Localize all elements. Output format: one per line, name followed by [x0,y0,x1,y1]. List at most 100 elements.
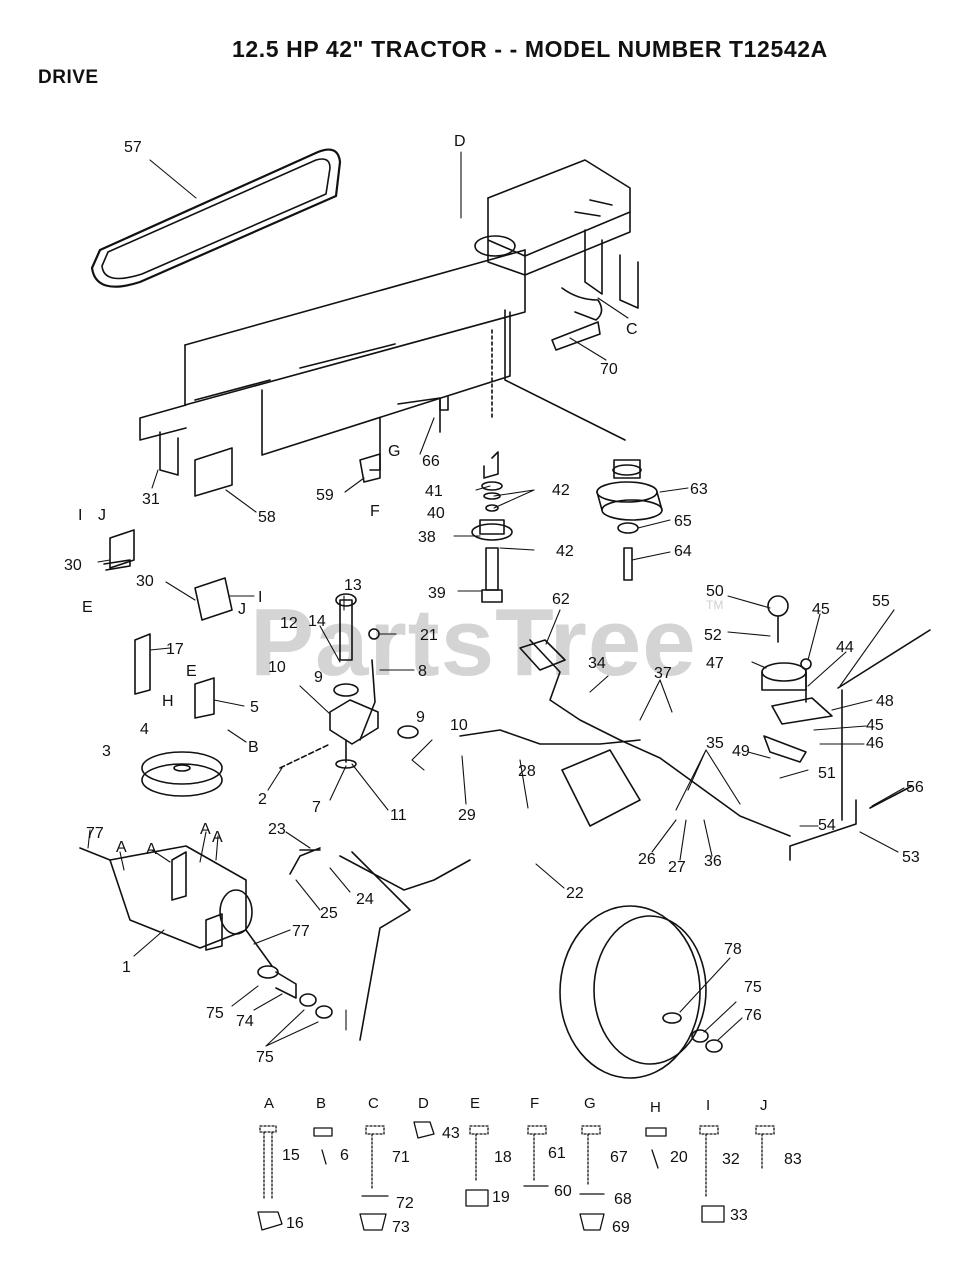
callout-12: 12 [280,615,298,632]
callout-13: 13 [344,577,362,594]
callout-78: 78 [724,941,742,958]
callout-40: 40 [427,505,445,522]
callout-9b: 9 [416,709,425,726]
callout-54: 54 [818,817,836,834]
callout-29: 29 [458,807,476,824]
callout-A-1: A [116,839,127,856]
callout-labels: 57 D C 70 31 58 59 F G 66 41 40 42 38 42… [64,133,924,1066]
hardware-part-69: 69 [612,1219,630,1236]
hardware-letter-H: H [650,1099,661,1116]
callout-59: 59 [316,487,334,504]
callout-30b: 30 [136,573,154,590]
drive-belt [90,148,342,288]
callout-F: F [370,503,380,520]
callout-51: 51 [818,765,836,782]
callout-C: C [626,321,638,338]
hardware-part-19: 19 [492,1189,510,1206]
callout-G: G [388,443,400,460]
hardware-part-61: 61 [548,1145,566,1162]
callout-3: 3 [102,743,111,760]
hardware-letter-E: E [470,1095,480,1112]
callout-11: 11 [390,807,407,824]
callout-A-4: A [212,829,223,846]
callout-62: 62 [552,591,570,608]
hardware-letter-F: F [530,1095,539,1112]
callout-36: 36 [704,853,722,870]
callout-28: 28 [518,763,536,780]
section-label: DRIVE [38,67,99,88]
callout-30a: 30 [64,557,82,574]
hardware-part-67: 67 [610,1149,628,1166]
callout-75a: 75 [206,1005,224,1022]
callout-35: 35 [706,735,724,752]
callout-42a: 42 [552,482,570,499]
hardware-part-16: 16 [286,1215,304,1232]
callout-J-1: J [98,507,106,524]
callout-22: 22 [566,885,584,902]
hardware-part-18: 18 [494,1149,512,1166]
callout-66: 66 [422,453,440,470]
callout-1: 1 [122,959,131,976]
callout-5: 5 [250,699,259,716]
callout-24: 24 [356,891,374,908]
callout-A-3: A [200,821,211,838]
callout-38: 38 [418,529,436,546]
callout-I-2: I [258,589,262,606]
callout-E-2: E [186,663,197,680]
brackets-and-clips [359,287,603,483]
callout-42b: 42 [556,543,574,560]
callout-77a: 77 [86,825,104,842]
hardware-part-73: 73 [392,1219,410,1236]
hardware-part-43: 43 [442,1125,460,1142]
callout-75b: 75 [256,1049,274,1066]
callout-64: 64 [674,543,692,560]
callout-50: 50 [706,583,724,600]
callout-21: 21 [420,627,438,644]
leader-lines [87,151,905,1047]
callout-B: B [248,739,259,756]
hardware-part-15: 15 [282,1147,300,1164]
transaxle [79,845,333,1019]
callout-74: 74 [236,1013,254,1030]
hardware-letter-B: B [316,1095,326,1112]
callout-58: 58 [258,509,276,526]
control-linkage [289,639,791,1041]
hardware-part-68: 68 [614,1191,632,1208]
callout-9a: 9 [314,669,323,686]
callout-45b: 45 [866,717,884,734]
callout-39: 39 [428,585,446,602]
callout-55: 55 [872,593,890,610]
callout-10b: 10 [450,717,468,734]
rear-wheel [559,905,723,1079]
callout-E-1: E [82,599,93,616]
callout-8: 8 [418,663,427,680]
tractor-frame [139,159,639,497]
callout-41: 41 [425,483,443,500]
hardware-key: A 15 16 B 6 C 71 72 73 D 43 E 18 19 F 61… [264,1095,802,1236]
callout-26: 26 [638,851,656,868]
callout-25: 25 [320,905,338,922]
callout-75c: 75 [744,979,762,996]
hardware-letter-C: C [368,1095,379,1112]
callout-I-1: I [78,507,82,524]
callout-44: 44 [836,639,854,656]
watermark: PartsTree [250,589,697,696]
callout-H: H [162,693,174,710]
callout-70: 70 [600,361,618,378]
callout-J-2: J [238,601,246,618]
callout-2: 2 [258,791,267,808]
callout-27: 27 [668,859,686,876]
hardware-part-71: 71 [392,1149,410,1166]
callout-49: 49 [732,743,750,760]
callout-23: 23 [268,821,286,838]
callout-45a: 45 [812,601,830,618]
callout-A-2: A [146,841,157,858]
idler-pulley-assembly [504,309,663,581]
hardware-part-32: 32 [722,1151,740,1168]
idler-spindle-stack [471,329,513,603]
callout-D: D [454,133,466,150]
callout-10a: 10 [268,659,286,676]
callout-47: 47 [706,655,724,672]
callout-46: 46 [866,735,884,752]
